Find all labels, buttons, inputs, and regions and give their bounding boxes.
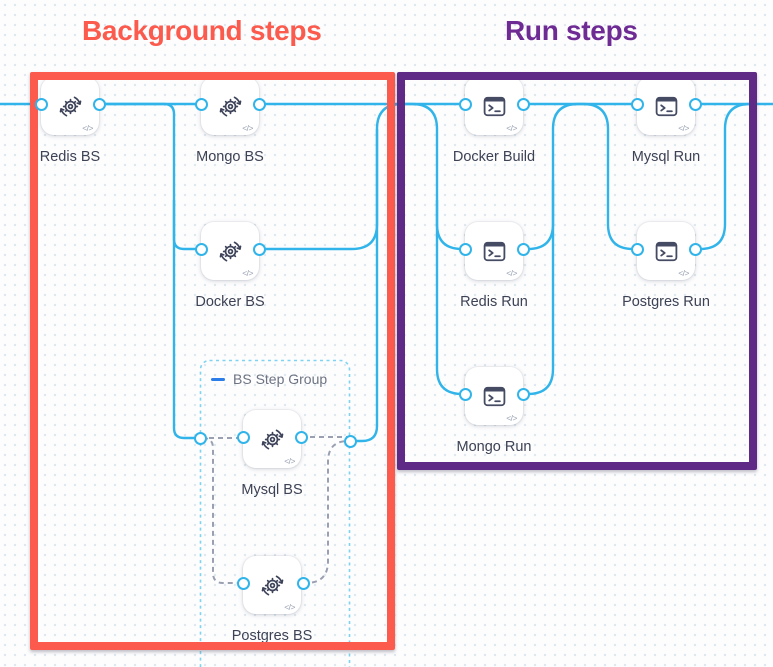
code-icon: </>	[678, 123, 689, 133]
step-node-postgres-run[interactable]: </>	[637, 222, 695, 280]
connector-port[interactable]	[458, 97, 472, 111]
terminal-icon	[655, 241, 677, 261]
collapse-minus-icon[interactable]	[211, 377, 225, 381]
connector-port[interactable]	[630, 242, 644, 256]
terminal-icon	[483, 386, 505, 406]
step-group-label: BS Step Group	[233, 371, 328, 387]
code-icon: </>	[284, 602, 295, 612]
connector-port[interactable]	[296, 576, 310, 590]
connector-port[interactable]	[458, 242, 472, 256]
step-label-mongo-run: Mongo Run	[456, 439, 532, 455]
step-label-postgres-bs: Postgres BS	[231, 628, 313, 644]
connector-port[interactable]	[516, 387, 530, 401]
connector-path	[172, 200, 200, 440]
connector-port[interactable]	[194, 97, 208, 111]
step-group-border	[199, 359, 351, 667]
connector-port[interactable]	[252, 242, 266, 256]
terminal-icon	[483, 96, 505, 116]
connector-port[interactable]	[688, 97, 702, 111]
connector-port[interactable]	[34, 97, 48, 111]
step-label-redis-run: Redis Run	[460, 294, 528, 310]
connector-path	[578, 102, 637, 251]
gear-sync-icon	[261, 429, 283, 449]
step-node-redis-bs[interactable]: </>	[41, 77, 99, 135]
connector-port[interactable]	[343, 434, 357, 448]
step-node-docker-bs[interactable]: </>	[201, 222, 259, 280]
connector-port[interactable]	[516, 242, 530, 256]
connector-port[interactable]	[516, 97, 530, 111]
connector-port[interactable]	[630, 97, 644, 111]
connector-port[interactable]	[252, 97, 266, 111]
connector-path	[99, 102, 201, 251]
step-node-postgres-bs[interactable]: </>	[243, 556, 301, 614]
connector-path	[523, 102, 579, 396]
terminal-icon	[483, 241, 505, 261]
step-node-mongo-run[interactable]: </>	[465, 367, 523, 425]
background-steps-title: Background steps	[82, 15, 322, 46]
connector-path	[259, 102, 403, 251]
connector-path	[695, 102, 751, 251]
step-group-header[interactable]: BS Step Group	[211, 371, 327, 387]
step-label-redis-bs: Redis BS	[39, 149, 101, 165]
connector-port[interactable]	[92, 97, 106, 111]
gear-sync-icon	[59, 96, 81, 116]
connector-port[interactable]	[458, 387, 472, 401]
connector-port[interactable]	[194, 242, 208, 256]
connector-path	[350, 129, 379, 443]
connector-path	[402, 102, 465, 251]
step-node-mysql-bs[interactable]: </>	[243, 410, 301, 468]
connector-port[interactable]	[193, 431, 207, 445]
step-node-mongo-bs[interactable]: </>	[201, 77, 259, 135]
step-label-docker-build: Docker Build	[452, 149, 536, 165]
connector-port[interactable]	[236, 576, 250, 590]
step-label-docker-bs: Docker BS	[195, 294, 265, 310]
connector-port[interactable]	[688, 242, 702, 256]
code-icon: </>	[506, 413, 517, 423]
code-icon: </>	[82, 123, 93, 133]
gear-sync-icon	[219, 96, 241, 116]
step-label-postgres-run: Postgres Run	[622, 294, 710, 310]
step-node-docker-build[interactable]: </>	[465, 77, 523, 135]
dashed-connector-path	[303, 440, 349, 584]
connector-port[interactable]	[294, 430, 308, 444]
terminal-icon	[655, 96, 677, 116]
run-steps-title: Run steps	[505, 15, 638, 46]
gear-sync-icon	[261, 575, 283, 595]
code-icon: </>	[242, 123, 253, 133]
step-label-mongo-bs: Mongo BS	[196, 149, 264, 165]
code-icon: </>	[678, 268, 689, 278]
code-icon: </>	[506, 123, 517, 133]
gear-sync-icon	[219, 241, 241, 261]
step-node-redis-run[interactable]: </>	[465, 222, 523, 280]
step-label-mysql-bs: Mysql BS	[241, 482, 303, 498]
step-node-mysql-run[interactable]: </>	[637, 77, 695, 135]
code-icon: </>	[242, 268, 253, 278]
connector-port[interactable]	[236, 430, 250, 444]
step-label-mysql-run: Mysql Run	[631, 149, 701, 165]
connector-path	[523, 180, 555, 251]
code-icon: </>	[506, 268, 517, 278]
code-icon: </>	[284, 456, 295, 466]
dashed-connector-path	[202, 437, 243, 584]
